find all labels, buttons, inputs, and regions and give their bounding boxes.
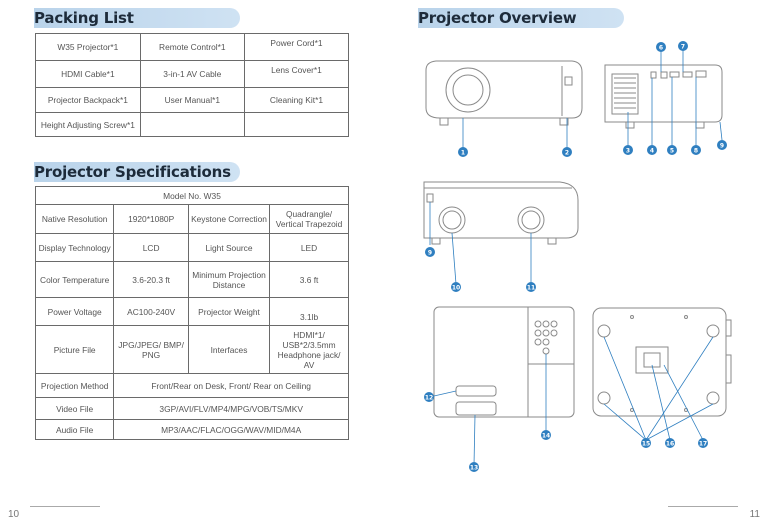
model-number-cell: Model No. W35 [35,186,349,205]
callout-8: 8 [691,145,701,155]
packing-cell: Projector Backpack*1 [35,87,141,113]
svg-text:5: 5 [670,148,674,155]
packing-list-title: Packing List [34,9,134,27]
packing-cell: Cleaning Kit*1 [243,87,350,113]
spec-cell: Projection Method [34,373,115,398]
svg-text:10: 10 [452,285,460,292]
spec-cell: 1920*1080P [113,204,189,234]
spec-cell: 3GP/AVI/FLV/MP4/MPG/VOB/TS/MKV [113,397,349,420]
spec-cell: Color Temperature [34,261,115,298]
packing-list-table: W35 Projector*1 Remote Control*1 Power C… [35,33,350,137]
packing-cell [139,112,245,137]
callout-9a: 9 [717,140,727,150]
callout-5: 5 [667,145,677,155]
spec-cell: MP3/AAC/FLAC/OGG/WAV/MID/M4A [113,419,349,440]
callout-15: 15 [641,438,651,448]
callout-1: 1 [458,147,468,157]
spec-cell: Power Voltage [34,297,115,326]
spec-cell: Front/Rear on Desk, Front/ Rear on Ceili… [113,373,349,398]
svg-text:11: 11 [527,285,535,292]
spec-cell: Quadrangle/ Vertical Trapezoid [269,204,349,234]
callout-17: 17 [698,438,708,448]
spec-cell: Interfaces [187,325,271,374]
callout-2: 2 [562,147,572,157]
packing-cell: Lens Cover*1 [243,60,350,88]
callout-7: 7 [678,41,688,51]
svg-text:16: 16 [666,441,674,448]
packing-cell: Power Cord*1 [243,33,350,61]
packing-cell: Height Adjusting Screw*1 [35,112,141,137]
packing-cell: User Manual*1 [139,87,245,113]
callout-13: 13 [469,462,479,472]
packing-cell: W35 Projector*1 [35,33,141,61]
spec-cell: JPG/JPEG/ BMP/ PNG [113,325,189,374]
page-number-right: 11 [749,509,760,520]
svg-text:1: 1 [461,150,465,157]
spec-cell: Display Technology [34,233,115,262]
spec-cell: AC100-240V [113,297,189,326]
spec-cell: Projector Weight [187,297,271,326]
svg-text:2: 2 [565,150,569,157]
svg-text:12: 12 [425,395,433,402]
spec-cell: 3.6 ft [269,261,349,298]
svg-text:7: 7 [681,44,685,51]
callout-9b: 9 [425,247,435,257]
svg-text:6: 6 [659,45,663,52]
projector-top-view [433,306,575,418]
svg-text:3: 3 [626,148,630,155]
spec-cell: Keystone Correction [187,204,271,234]
spec-cell: LED [269,233,349,262]
callout-10: 10 [451,282,461,292]
spec-cell: Audio File [34,419,115,440]
svg-text:8: 8 [694,148,698,155]
svg-text:15: 15 [642,441,650,448]
callout-6: 6 [656,42,666,52]
spec-cell: Video File [34,397,115,420]
svg-text:17: 17 [699,441,707,448]
spec-cell: LCD [113,233,189,262]
spec-cell: 3.1lb [269,297,349,326]
page-number-left: 10 [8,509,20,520]
packing-cell: HDMI Cable*1 [35,60,141,88]
specifications-title: Projector Specifications [34,163,231,181]
spec-cell: Native Resolution [34,204,115,234]
overview-title: Projector Overview [418,9,577,27]
packing-cell: 3-in-1 AV Cable [139,60,245,88]
projector-side-view [423,181,579,245]
callout-4: 4 [647,145,657,155]
svg-text:14: 14 [542,433,550,440]
overview-heading-bar: Projector Overview [418,8,624,28]
callout-11: 11 [526,282,536,292]
callout-3: 3 [623,145,633,155]
svg-text:13: 13 [470,465,478,472]
projector-back-view [604,64,723,129]
packing-list-heading-bar: Packing List [34,8,240,28]
specifications-heading-bar: Projector Specifications [34,162,240,182]
svg-text:4: 4 [650,148,654,155]
footer-rule-right [668,506,738,507]
specifications-table: Model No. W35 Native Resolution 1920*108… [34,186,349,440]
callout-markers: 1 2 3 4 5 6 7 8 9 9 10 11 12 13 14 15 16… [424,41,727,472]
callout-14: 14 [541,430,551,440]
svg-text:9: 9 [428,250,432,257]
projector-bottom-view [592,307,732,417]
spec-cell: 3.6-20.3 ft [113,261,189,298]
callout-12: 12 [424,392,434,402]
packing-cell: Remote Control*1 [139,33,245,61]
spec-cell: Minimum Projection Distance [187,261,271,298]
spec-cell: Light Source [187,233,271,262]
packing-cell [243,112,350,137]
spec-cell: Picture File [34,325,115,374]
svg-text:9: 9 [720,143,724,150]
projector-front-view [425,60,583,126]
spec-cell: HDMI*1/ USB*2/3.5mm Headphone jack/ AV [269,325,349,374]
footer-rule-left [30,506,100,507]
callout-16: 16 [665,438,675,448]
